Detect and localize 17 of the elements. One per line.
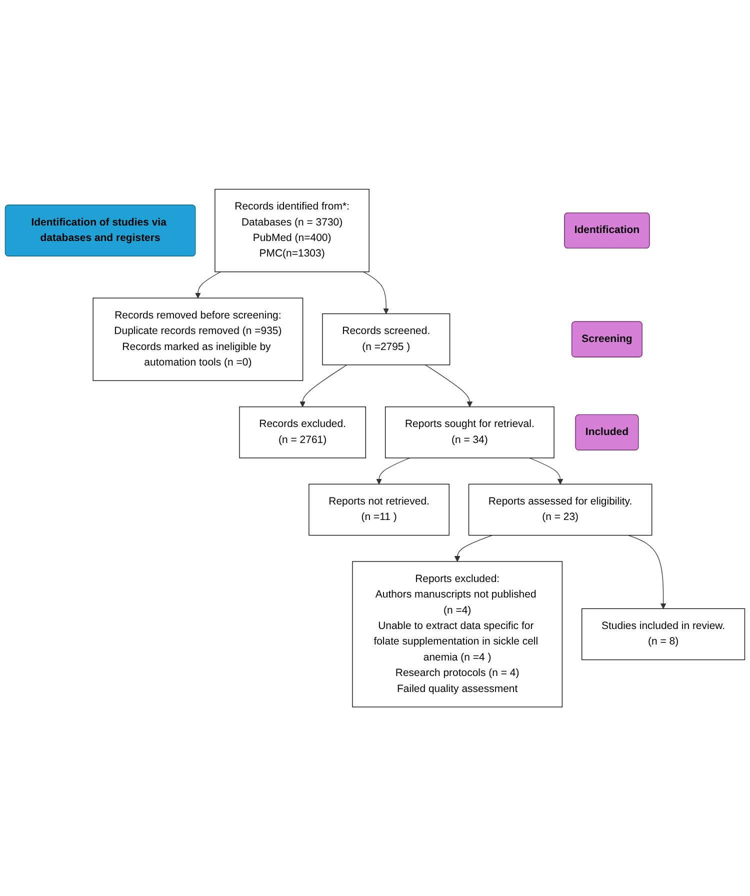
node-box: Reports not retrieved. (n =11 ) xyxy=(308,484,450,536)
node-box: Reports excluded: Authors manuscripts not published (n =4) Unable to extract data specific for folate supplementation in sickle cell anemia (n =4 ) Research protocols (n = 4) Failed quality assessment xyxy=(352,561,563,708)
node-box: Records screened. (n =2795 ) xyxy=(322,313,450,366)
arrow xyxy=(628,534,666,609)
arrow xyxy=(529,458,564,484)
node-box: Reports sought for retrieval. (n = 34) xyxy=(385,406,554,458)
arrow xyxy=(363,271,389,314)
arrow xyxy=(425,364,473,407)
arrow xyxy=(195,271,221,298)
node-box: Reports assessed for eligibility. (n = 23) xyxy=(468,484,652,536)
arrow xyxy=(376,458,410,484)
node-box: Studies included in review. (n = 8) xyxy=(582,608,746,660)
arrow xyxy=(454,534,493,562)
node-box: Records removed before screening: Duplicate records removed (n =935) Records marked as ineligible by automation tools (n =0) xyxy=(92,298,304,381)
arrow xyxy=(300,364,348,407)
node-box: Records excluded. (n = 2761) xyxy=(239,406,366,458)
node-box: Records identified from*: Databases (n = 3730) PubMed (n=400) PMC(n=1303) xyxy=(214,188,370,272)
